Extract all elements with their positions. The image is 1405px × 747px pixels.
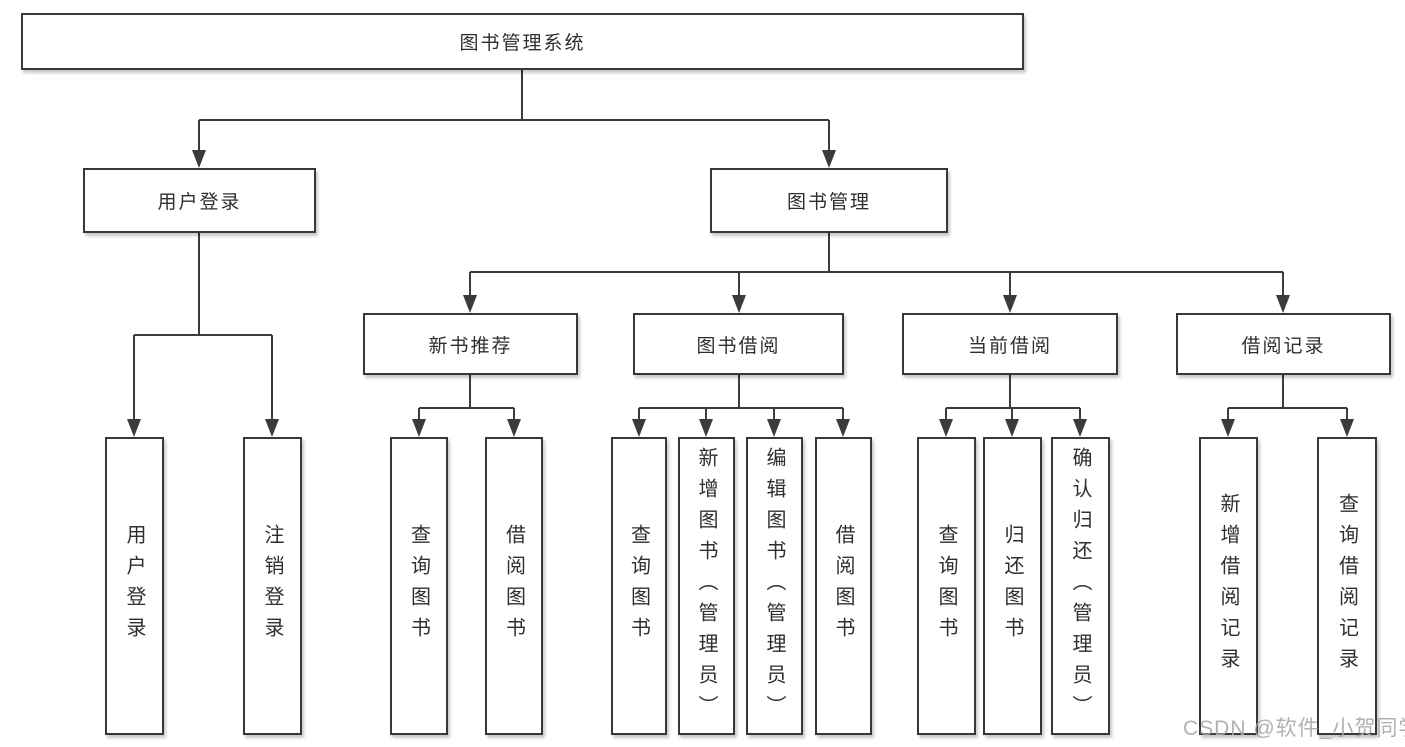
leaf-borrow-books-recommend: 借阅图书: [485, 437, 543, 735]
leaf-add-borrow-record: 新增借阅记录: [1199, 437, 1258, 735]
leaf-query-books-recommend-label: 查询图书: [407, 524, 430, 648]
leaf-confirm-return-admin-label: 确认归还（管理员）: [1069, 446, 1091, 726]
leaf-user-login-label: 用户登录: [123, 524, 145, 648]
node-book-management: 图书管理: [710, 168, 948, 233]
leaf-edit-book-admin-label: 编辑图书（管理员）: [763, 446, 785, 726]
leaf-return-books-label: 归还图书: [1001, 524, 1023, 648]
leaf-edit-book-admin: 编辑图书（管理员）: [746, 437, 803, 735]
leaf-query-books-borrowing-label: 查询图书: [627, 524, 650, 648]
leaf-borrow-books-borrowing-label: 借阅图书: [832, 524, 854, 648]
leaf-add-book-admin: 新增图书（管理员）: [678, 437, 735, 735]
leaf-user-login: 用户登录: [105, 437, 164, 735]
leaf-borrow-books-borrowing: 借阅图书: [815, 437, 872, 735]
node-current-borrowing: 当前借阅: [902, 313, 1118, 375]
leaf-query-books-recommend: 查询图书: [390, 437, 448, 735]
leaf-logout-label: 注销登录: [261, 524, 283, 648]
leaf-query-books-current: 查询图书: [917, 437, 976, 735]
node-borrow-records: 借阅记录: [1176, 313, 1391, 375]
leaf-query-books-current-label: 查询图书: [935, 524, 957, 648]
leaf-query-borrow-record: 查询借阅记录: [1317, 437, 1377, 735]
leaf-query-borrow-record-label: 查询借阅记录: [1335, 493, 1358, 679]
leaf-borrow-books-recommend-label: 借阅图书: [502, 524, 525, 648]
leaf-confirm-return-admin: 确认归还（管理员）: [1051, 437, 1110, 735]
node-library-system: 图书管理系统: [21, 13, 1024, 70]
leaf-add-book-admin-label: 新增图书（管理员）: [695, 446, 717, 726]
leaf-logout: 注销登录: [243, 437, 302, 735]
csdn-watermark: CSDN @软件_小贺同学: [1183, 717, 1405, 740]
leaf-return-books: 归还图书: [983, 437, 1042, 735]
leaf-add-borrow-record-label: 新增借阅记录: [1217, 493, 1239, 679]
leaf-query-books-borrowing: 查询图书: [611, 437, 667, 735]
node-book-borrowing: 图书借阅: [633, 313, 844, 375]
node-new-book-recommend: 新书推荐: [363, 313, 578, 375]
node-user-login: 用户登录: [83, 168, 316, 233]
